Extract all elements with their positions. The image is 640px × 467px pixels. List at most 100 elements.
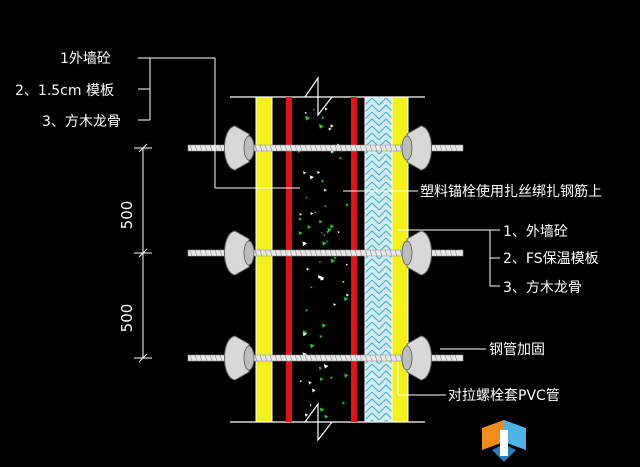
concrete-speck: [311, 388, 316, 393]
concrete-speck: [346, 293, 350, 297]
bolt-thread-mark: [444, 144, 448, 152]
bolt-thread-mark: [259, 144, 263, 152]
bolt-thread-mark: [294, 354, 298, 362]
bolt-thread-mark: [264, 249, 268, 257]
concrete-speck: [304, 111, 308, 115]
bolt-thread-mark: [364, 354, 368, 362]
concrete-speck: [303, 171, 307, 175]
bolt-thread-mark: [209, 249, 213, 257]
bolt-thread-mark: [324, 249, 328, 257]
bolt-thread-mark: [304, 354, 308, 362]
concrete-speck: [327, 227, 332, 233]
bolt-thread-mark: [289, 354, 293, 362]
bolt-thread-mark: [394, 249, 398, 257]
concrete-speck: [326, 240, 329, 243]
bolt-thread-mark: [294, 144, 298, 152]
bolt-thread-mark: [269, 144, 273, 152]
bolt-thread-mark: [284, 354, 288, 362]
tie-bolt-rod: [187, 354, 464, 362]
bolt-thread-mark: [289, 144, 293, 152]
concrete-speck: [345, 263, 348, 266]
bolt-thread-mark: [219, 144, 223, 152]
bolt-thread-mark: [329, 354, 333, 362]
bolt-thread-mark: [359, 354, 363, 362]
bolt-thread-mark: [264, 354, 268, 362]
bolt-thread-mark: [259, 354, 263, 362]
bolt-thread-mark: [309, 249, 313, 257]
concrete-speck: [321, 116, 325, 120]
concrete-speck: [319, 377, 324, 382]
concrete-speck: [326, 230, 330, 234]
bolt-thread-mark: [334, 354, 338, 362]
bolt-thread-mark: [209, 354, 213, 362]
bolt-thread-mark: [214, 249, 218, 257]
bolt-thread-mark: [314, 249, 318, 257]
bolt-thread-mark: [334, 249, 338, 257]
top-break-mark: [304, 76, 333, 117]
tie-bolt: [187, 125, 464, 171]
tie-bolt-rod: [187, 249, 464, 257]
bolt-thread-mark: [314, 144, 318, 152]
right-label-fs-formwork: 2、FS保温模板: [503, 251, 599, 267]
bolt-thread-mark: [329, 144, 333, 152]
dimension-slash-top: [138, 143, 148, 153]
concrete-speck: [302, 241, 308, 247]
bolt-thread-mark: [289, 249, 293, 257]
dimension-slash-bottom: [138, 353, 148, 363]
left-rebar: [286, 97, 292, 422]
concrete-speck: [344, 373, 349, 378]
bolt-thread-mark: [319, 354, 323, 362]
concrete-speck: [324, 205, 327, 208]
bolt-thread-mark: [274, 144, 278, 152]
bolt-thread-mark: [449, 354, 453, 362]
butterfly-clamp-icon: [224, 335, 250, 381]
bolt-thread-mark: [254, 249, 258, 257]
bolt-thread-mark: [294, 249, 298, 257]
bottom-break-mark: [304, 402, 333, 442]
concrete-speck: [345, 203, 349, 207]
butterfly-clamp-icon: [224, 125, 250, 171]
butterfly-clamp-icon: [224, 230, 250, 276]
clamp-hub: [401, 345, 413, 371]
right-label-concrete: 1、外墙砼: [503, 224, 568, 240]
bolt-thread-mark: [339, 144, 343, 152]
concrete-speck: [330, 258, 336, 264]
bolt-thread-mark: [214, 354, 218, 362]
concrete-speck: [310, 212, 314, 216]
bolt-thread-mark: [444, 354, 448, 362]
left-callout: 1外墙砼 2、1.5cm 模板 3、方木龙骨: [15, 51, 300, 189]
concrete-speck: [321, 179, 325, 183]
bolt-thread-mark: [394, 144, 398, 152]
bolt-thread-mark: [284, 249, 288, 257]
concrete-speck: [321, 323, 327, 328]
bolt-thread-mark: [189, 354, 193, 362]
concrete-speck: [330, 376, 334, 380]
bolt-thread-mark: [364, 249, 368, 257]
bolt-thread-mark: [284, 144, 288, 152]
bolt-thread-mark: [374, 249, 378, 257]
bolt-thread-mark: [349, 249, 353, 257]
bolt-thread-mark: [369, 144, 373, 152]
tie-bolt: [187, 230, 464, 276]
bolt-thread-mark: [209, 144, 213, 152]
bolt-thread-mark: [269, 249, 273, 257]
bolt-thread-mark: [299, 354, 303, 362]
bolt-thread-mark: [394, 354, 398, 362]
bolt-thread-mark: [384, 354, 388, 362]
concrete-speck: [305, 309, 309, 312]
bolt-thread-mark: [344, 144, 348, 152]
bolt-thread-mark: [254, 144, 258, 152]
clamp-hub: [243, 345, 255, 371]
bolt-thread-mark: [204, 249, 208, 257]
concrete-speck: [318, 123, 324, 129]
bolt-thread-mark: [379, 354, 383, 362]
bolt-thread-mark: [299, 144, 303, 152]
bolt-thread-mark: [189, 144, 193, 152]
concrete-speck: [333, 303, 337, 307]
bolt-thread-mark: [329, 249, 333, 257]
bolt-thread-mark: [264, 144, 268, 152]
concrete-speck: [313, 108, 316, 111]
concrete-speck: [342, 280, 345, 284]
concrete-speck: [319, 261, 322, 264]
bolt-thread-mark: [444, 249, 448, 257]
